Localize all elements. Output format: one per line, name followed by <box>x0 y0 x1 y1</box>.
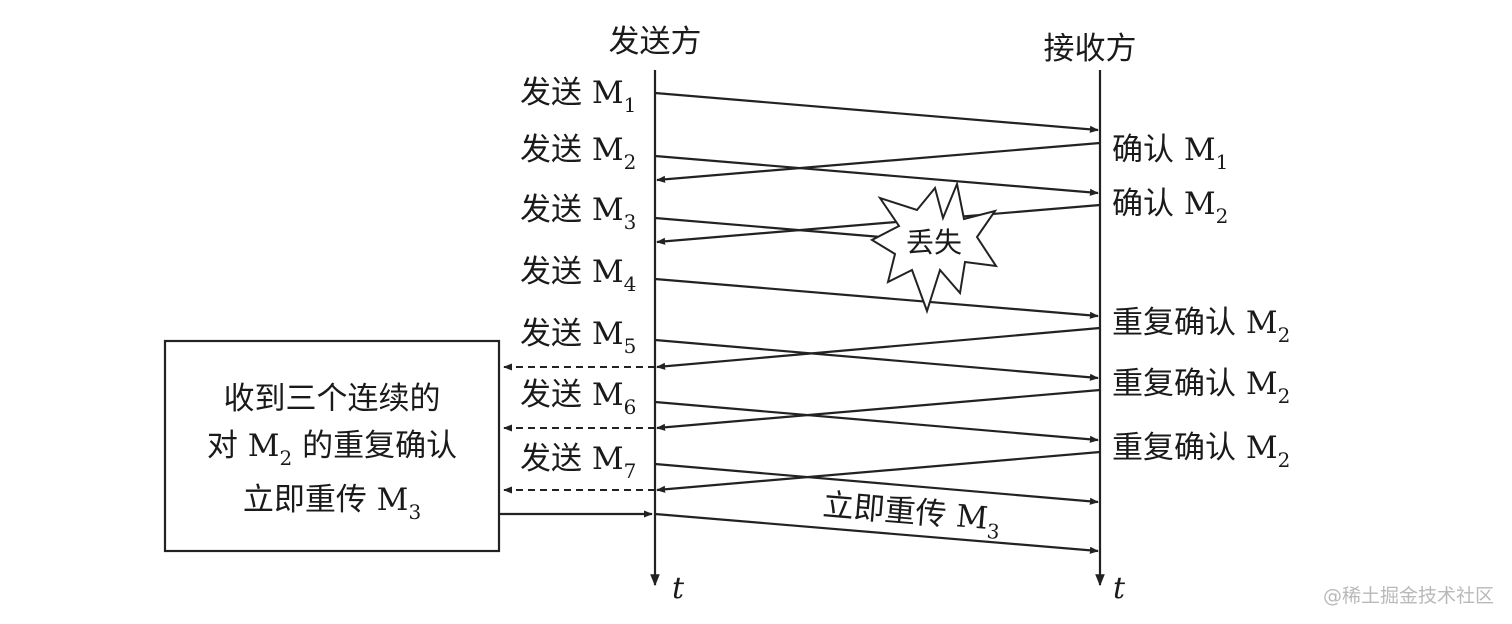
svg-text:重复确认 M2: 重复确认 M2 <box>1112 430 1290 472</box>
sender-title: 发送方 <box>609 24 702 60</box>
retransmit-m3-arrow <box>654 512 1099 554</box>
segment-m4-arrow <box>654 277 1099 319</box>
dup-ack-3-arrow <box>656 450 1101 493</box>
loss-label: 丢失 <box>906 226 962 259</box>
svg-text:重复确认 M2: 重复确认 M2 <box>1112 305 1290 347</box>
svg-text:发送 M3: 发送 M3 <box>520 192 636 234</box>
sender-time-label: t <box>672 571 685 606</box>
ack-label-4: 重复确认 M2 <box>1112 366 1290 408</box>
note-line-3: 立即重传 M3 <box>243 482 421 524</box>
svg-text:发送 M2: 发送 M2 <box>520 132 636 174</box>
receiver-time-label: t <box>1113 571 1126 606</box>
dup-ack-1-arrow <box>656 326 1101 370</box>
note-line-1: 收到三个连续的 <box>224 381 441 417</box>
ack-m1-arrow <box>656 141 1101 183</box>
send-label-m1: 发送 M1 <box>520 75 636 117</box>
svg-text:发送 M1: 发送 M1 <box>520 75 636 117</box>
send-label-m4: 发送 M4 <box>520 254 636 296</box>
segment-m1-arrow <box>654 91 1099 133</box>
svg-text:发送 M5: 发送 M5 <box>520 316 636 358</box>
segment-m3-lost-line <box>654 216 906 241</box>
svg-text:确认 M2: 确认 M2 <box>1112 186 1228 228</box>
send-label-m5: 发送 M5 <box>520 316 636 358</box>
svg-text:发送 M4: 发送 M4 <box>520 254 636 296</box>
send-label-m6: 发送 M6 <box>520 377 636 419</box>
note-line-2: 对 M2 的重复确认 <box>207 428 457 470</box>
send-label-m7: 发送 M7 <box>520 441 636 483</box>
svg-text:重复确认 M2: 重复确认 M2 <box>1112 366 1290 408</box>
ack-label-2: 确认 M2 <box>1112 186 1228 228</box>
segment-m5-arrow <box>654 338 1099 381</box>
dup-ack-2-arrow <box>656 388 1101 431</box>
send-label-m3: 发送 M3 <box>520 192 636 234</box>
ack-label-1: 确认 M1 <box>1112 132 1228 174</box>
ack-label-5: 重复确认 M2 <box>1112 430 1290 472</box>
svg-text:确认 M1: 确认 M1 <box>1112 132 1228 174</box>
svg-text:发送 M6: 发送 M6 <box>520 377 636 419</box>
segment-m7-arrow <box>654 462 1099 505</box>
ack-m2-arrow <box>656 203 1101 245</box>
loss-burst: 丢失 <box>869 180 999 315</box>
svg-text:发送 M7: 发送 M7 <box>520 441 636 483</box>
watermark-text: @稀土掘金技术社区 <box>1323 585 1494 607</box>
fast-retransmit-note-box <box>163 339 501 553</box>
ack-label-3: 重复确认 M2 <box>1112 305 1290 347</box>
receiver-title: 接收方 <box>1044 31 1137 67</box>
segment-m6-arrow <box>654 400 1099 443</box>
send-label-m2: 发送 M2 <box>520 132 636 174</box>
segment-m2-arrow <box>654 154 1099 196</box>
